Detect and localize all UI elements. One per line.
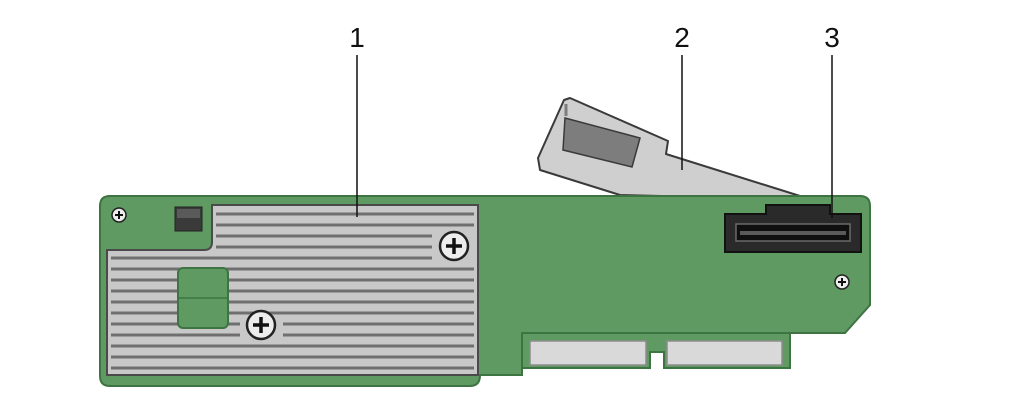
- battery: [537, 97, 801, 200]
- screw-heatsink-top: [438, 230, 470, 262]
- heatsink-fins: [111, 212, 474, 370]
- mini-sas-connector: [724, 204, 862, 253]
- callout-label-2: 2: [674, 22, 690, 53]
- heatsink: [106, 204, 479, 376]
- pcie-edge-connector: [521, 329, 791, 369]
- screw-heatsink-bottom: [245, 309, 277, 341]
- screw-board-right: [834, 274, 850, 290]
- screw-board-left: [111, 207, 127, 223]
- chip-component: [174, 206, 203, 232]
- callout-label-3: 3: [824, 22, 840, 53]
- callout-label-1: 1: [349, 22, 365, 53]
